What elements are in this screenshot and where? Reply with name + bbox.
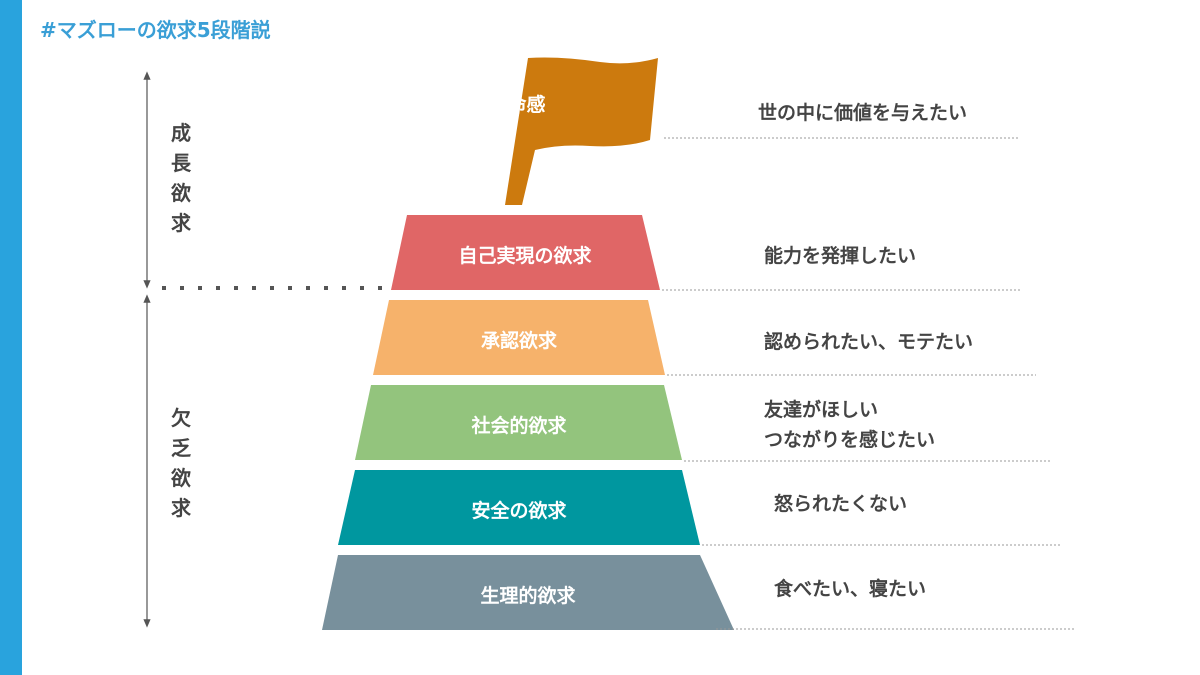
group-label-growth: 成長欲求 [171,121,191,235]
group-label-deficiency: 欠乏欲求 [171,406,191,520]
flag-label: 使命感 [488,94,546,116]
level-label: 承認欲求 [480,330,557,352]
flag-description: 世の中に価値を与えたい [758,102,968,124]
level-description: 怒られたくない [774,493,908,515]
accent-bar [0,0,22,675]
level-description: 認められたい、モテたい [764,331,974,353]
level-label: 自己実現の欲求 [458,245,592,267]
flag-icon [505,57,658,205]
level-social [355,385,682,460]
level-description-line: 友達がほしい [764,399,879,421]
level-physiological [322,555,734,630]
level-description: 食べたい、寝たい [774,578,927,600]
level-label: 社会的欲求 [471,415,567,437]
level-safety [338,470,700,545]
level-self-actualization [391,215,660,290]
level-description: 能力を発揮したい [764,245,917,267]
page-title: #マズローの欲求5段階説 [40,18,271,42]
guide-lines [662,137,1074,630]
level-description-line: つながりを感じたい [764,429,936,451]
level-label: 安全の欲求 [471,500,567,522]
level-esteem [373,300,665,375]
level-label: 生理的欲求 [480,585,576,607]
level-description: 友達がほしい つながりを感じたい [764,395,935,455]
